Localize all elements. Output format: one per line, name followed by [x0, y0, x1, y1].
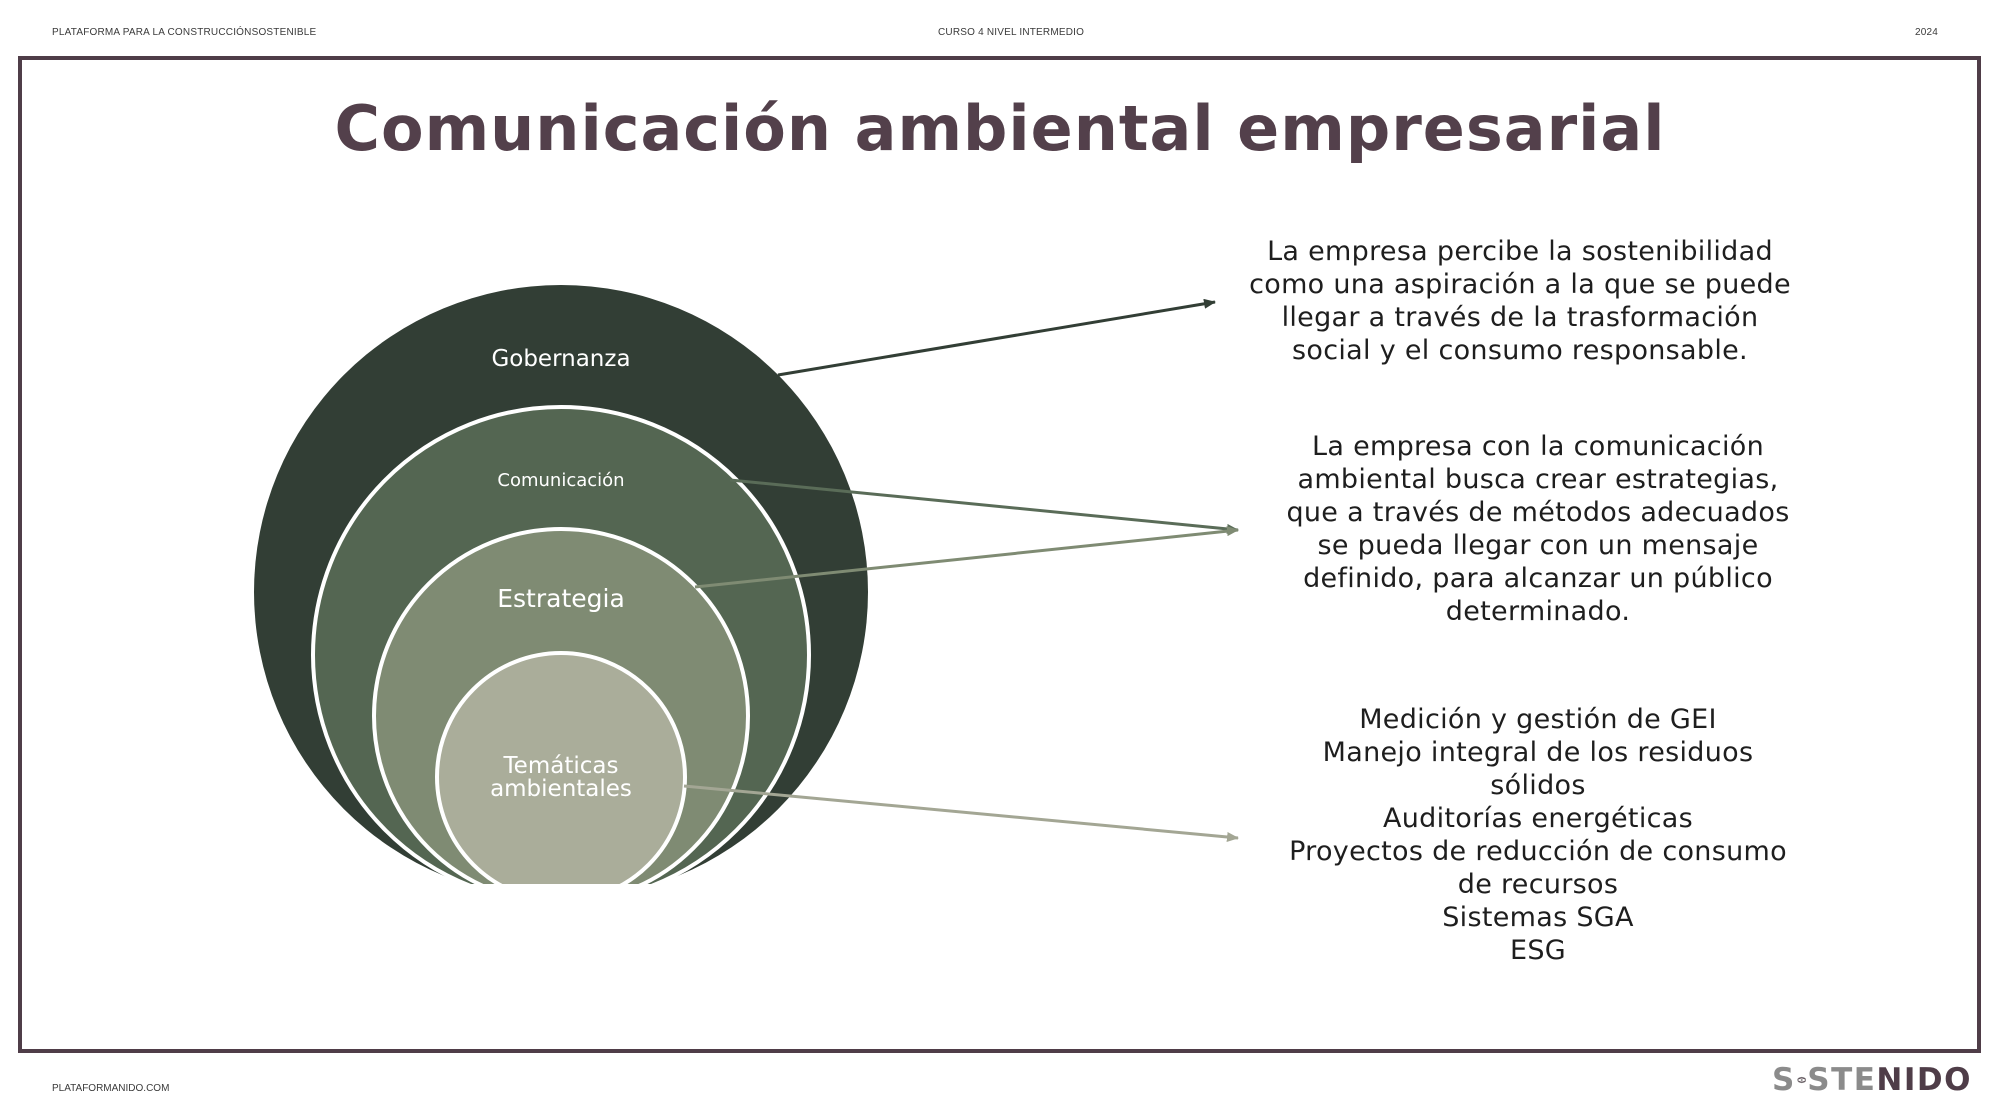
header-center: CURSO 4 NIVEL INTERMEDIO [938, 27, 1085, 38]
nest-icon [1797, 1076, 1807, 1084]
arrow-tematicas [683, 784, 1239, 842]
logo-text-nido: NIDO [1876, 1062, 1972, 1098]
sostenido-logo: S STE NIDO [1772, 1062, 1972, 1098]
logo-letter-s: S [1772, 1062, 1796, 1098]
label-estrategia: Estrategia [497, 584, 625, 613]
diagram-baseline [240, 884, 880, 912]
header-right: 2024 [1915, 27, 1939, 38]
logo-text-ste: STE [1807, 1062, 1877, 1098]
label-comunicacion: Comunicación [497, 470, 624, 491]
description-middle: La empresa con la comunicación ambiental… [1286, 431, 1790, 627]
arrow-gobernanza [777, 298, 1216, 377]
arrow-comunicacion [729, 478, 1239, 534]
page-title: Comunicación ambiental empresarial [334, 92, 1666, 165]
label-tematicas-2: ambientales [490, 776, 632, 802]
label-tematicas-1: Temáticas [503, 753, 619, 779]
label-gobernanza: Gobernanza [491, 346, 630, 372]
arrow-estrategia [694, 526, 1239, 589]
footer-website: PLATAFORMANIDO.COM [52, 1083, 170, 1094]
description-top: La empresa percibe la sostenibilidad com… [1249, 236, 1791, 366]
description-bottom: Medición y gestión de GEI Manejo integra… [1289, 704, 1787, 966]
header-left: PLATAFORMA PARA LA CONSTRUCCIÓNSOSTENIBL… [52, 27, 317, 38]
